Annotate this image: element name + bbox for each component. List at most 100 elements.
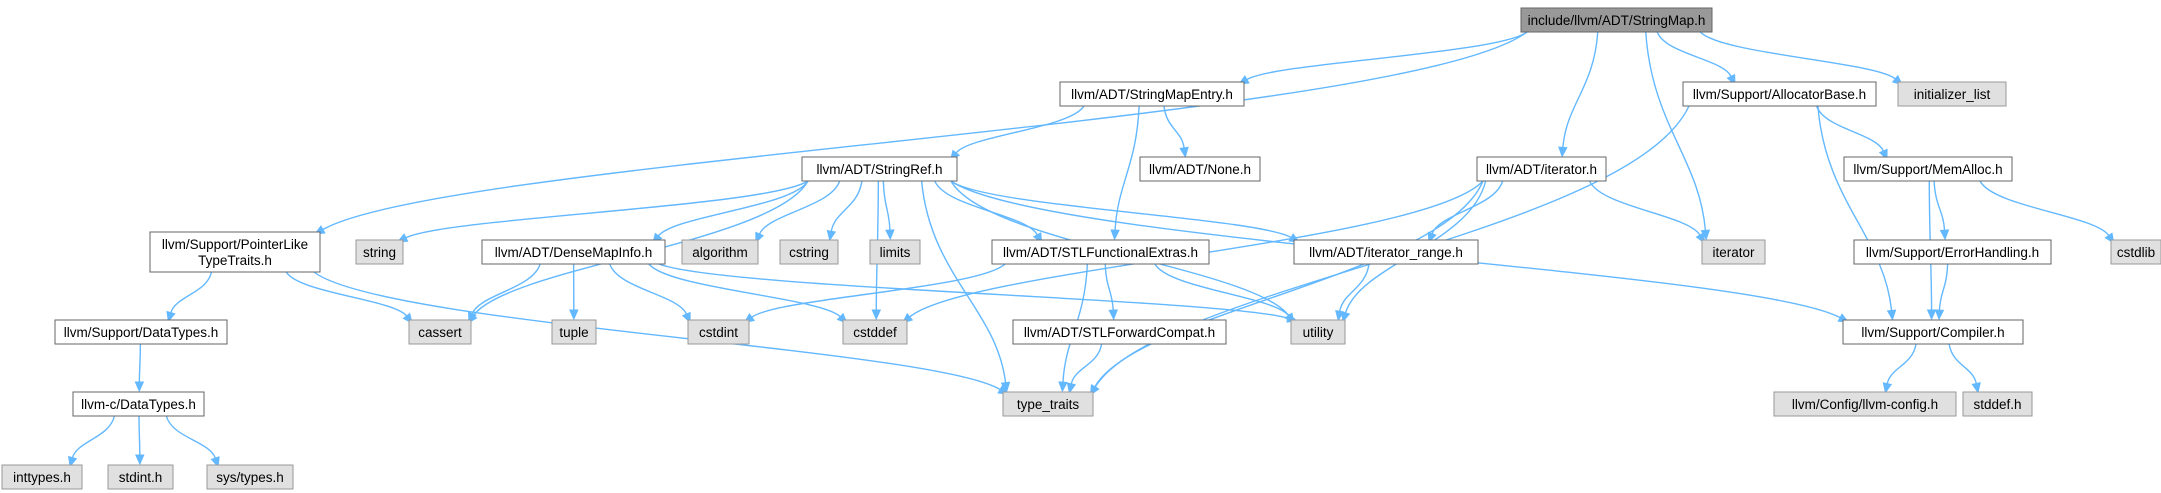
node-stringmapentry[interactable]: llvm/ADT/StringMapEntry.h <box>1059 81 1245 107</box>
edge-line <box>751 263 1006 318</box>
node-box <box>1682 81 1877 107</box>
node-box <box>869 239 921 265</box>
node-compiler[interactable]: llvm/Support/Compiler.h <box>1842 319 2024 345</box>
node-c_datatypes[interactable]: llvm-c/DataTypes.h <box>72 391 205 417</box>
node-label: tuple <box>559 325 588 340</box>
node-type_traits: type_traits <box>1002 391 1094 417</box>
edge-stringref-to-type_traits <box>920 180 1011 393</box>
node-datatypes[interactable]: llvm/Support/DataTypes.h <box>54 319 228 345</box>
edge-line <box>955 105 1085 154</box>
node-box <box>149 231 321 273</box>
node-label: llvm-c/DataTypes.h <box>81 397 196 412</box>
edge-line <box>1070 343 1103 385</box>
edge-arrowhead <box>166 310 176 323</box>
edge-line <box>658 263 1289 319</box>
node-box <box>1139 156 1261 182</box>
edge-stlforward-to-type_traits <box>1066 343 1103 394</box>
edge-line <box>165 415 216 459</box>
node-none[interactable]: llvm/ADT/None.h <box>1139 156 1261 182</box>
edge-line <box>471 263 541 315</box>
edge-iterator_range-to-utility <box>1335 263 1370 322</box>
node-box <box>779 239 839 265</box>
node-label: inttypes.h <box>13 470 71 485</box>
node-memalloc[interactable]: llvm/Support/MemAlloc.h <box>1843 156 2013 182</box>
edge-arrowhead <box>1971 382 1981 394</box>
edge-line <box>1948 343 1977 384</box>
node-box <box>1290 319 1346 345</box>
edge-line <box>1431 180 1504 234</box>
node-label: type_traits <box>1017 397 1080 412</box>
edge-root-to-allocatorbase <box>1656 31 1736 86</box>
edge-arrowhead <box>1335 310 1345 322</box>
edge-stlfunctional-to-stlforward <box>1104 263 1118 321</box>
node-box <box>54 319 228 345</box>
edge-arrowhead <box>1110 229 1120 241</box>
edge-stringmapentry-to-stlfunctional <box>1110 105 1140 241</box>
edge-line <box>405 180 809 239</box>
edge-compiler-to-stddef <box>1948 343 1981 394</box>
edge-line <box>1339 263 1370 312</box>
node-box <box>1293 239 1479 265</box>
node-box <box>1059 81 1245 107</box>
node-label: llvm/ADT/STLForwardCompat.h <box>1024 325 1215 340</box>
dependency-edges <box>68 31 2115 468</box>
edge-arrowhead <box>1882 382 1893 394</box>
edge-arrowhead <box>569 309 579 321</box>
node-adt_iterator[interactable]: llvm/ADT/iterator.h <box>1476 156 1607 182</box>
node-label: llvm/ADT/None.h <box>1149 162 1251 177</box>
node-errorhandling[interactable]: llvm/Support/ErrorHandling.h <box>1853 239 2052 265</box>
node-label: cstdint <box>699 325 738 340</box>
edge-pointerlike-to-datatypes <box>166 271 213 323</box>
edge-line <box>1817 105 1893 311</box>
node-iterator_range[interactable]: llvm/ADT/iterator_range.h <box>1293 239 1479 265</box>
edge-datatypes-to-c_datatypes <box>134 343 145 393</box>
edge-line <box>71 415 116 458</box>
node-label: llvm/Support/Compiler.h <box>1861 325 2004 340</box>
edge-line <box>1246 31 1528 81</box>
edge-line <box>285 271 408 317</box>
node-label: include/llvm/ADT/StringMap.h <box>1528 13 1706 28</box>
node-densemapinfo[interactable]: llvm/ADT/DenseMapInfo.h <box>481 239 666 265</box>
edge-arrowhead <box>1939 229 1950 241</box>
node-box <box>408 319 472 345</box>
node-label: sys/types.h <box>216 470 284 485</box>
node-label: llvm/Support/ErrorHandling.h <box>1866 245 2039 260</box>
node-stddef: stddef.h <box>1962 391 2033 417</box>
node-box <box>551 319 597 345</box>
node-label: llvm/Support/PointerLike <box>162 237 308 252</box>
node-label: limits <box>880 245 911 260</box>
edge-line <box>322 31 1528 231</box>
edge-line <box>758 180 841 235</box>
edge-c_datatypes-to-systypes <box>165 415 220 468</box>
node-box <box>681 239 759 265</box>
node-box <box>1897 81 2007 107</box>
node-stringref[interactable]: llvm/ADT/StringRef.h <box>801 156 958 182</box>
node-box <box>1853 239 2052 265</box>
edge-arrowhead <box>871 309 882 321</box>
node-stdint: stdint.h <box>107 464 174 490</box>
edge-compiler-to-llvm_config <box>1882 343 1917 394</box>
node-label: cstddef <box>853 325 897 340</box>
node-allocatorbase[interactable]: llvm/Support/AllocatorBase.h <box>1682 81 1877 107</box>
edge-arrowhead <box>1341 310 1351 323</box>
node-label: cstring <box>789 245 829 260</box>
node-stlforward[interactable]: llvm/ADT/STLForwardCompat.h <box>1012 319 1227 345</box>
node-cstring: cstring <box>779 239 839 265</box>
edge-line <box>609 263 688 315</box>
node-label: llvm/ADT/STLFunctionalExtras.h <box>1003 245 1198 260</box>
node-root[interactable]: include/llvm/ADT/StringMap.h <box>1520 7 1713 33</box>
edge-stringref-to-stlfunctional <box>934 180 1043 244</box>
edge-line <box>138 343 142 383</box>
edge-line <box>1938 263 1949 311</box>
edge-line <box>1815 105 1885 152</box>
node-stlfunctional[interactable]: llvm/ADT/STLFunctionalExtras.h <box>991 239 1210 265</box>
node-algorithm: algorithm <box>681 239 759 265</box>
node-tuple: tuple <box>551 319 597 345</box>
edge-memalloc-to-errorhandling <box>1933 180 1950 241</box>
node-iterator_sys: iterator <box>1701 239 1766 265</box>
edge-line <box>950 180 1292 239</box>
edge-line <box>1588 180 1701 236</box>
edge-arrowhead <box>1066 382 1077 394</box>
